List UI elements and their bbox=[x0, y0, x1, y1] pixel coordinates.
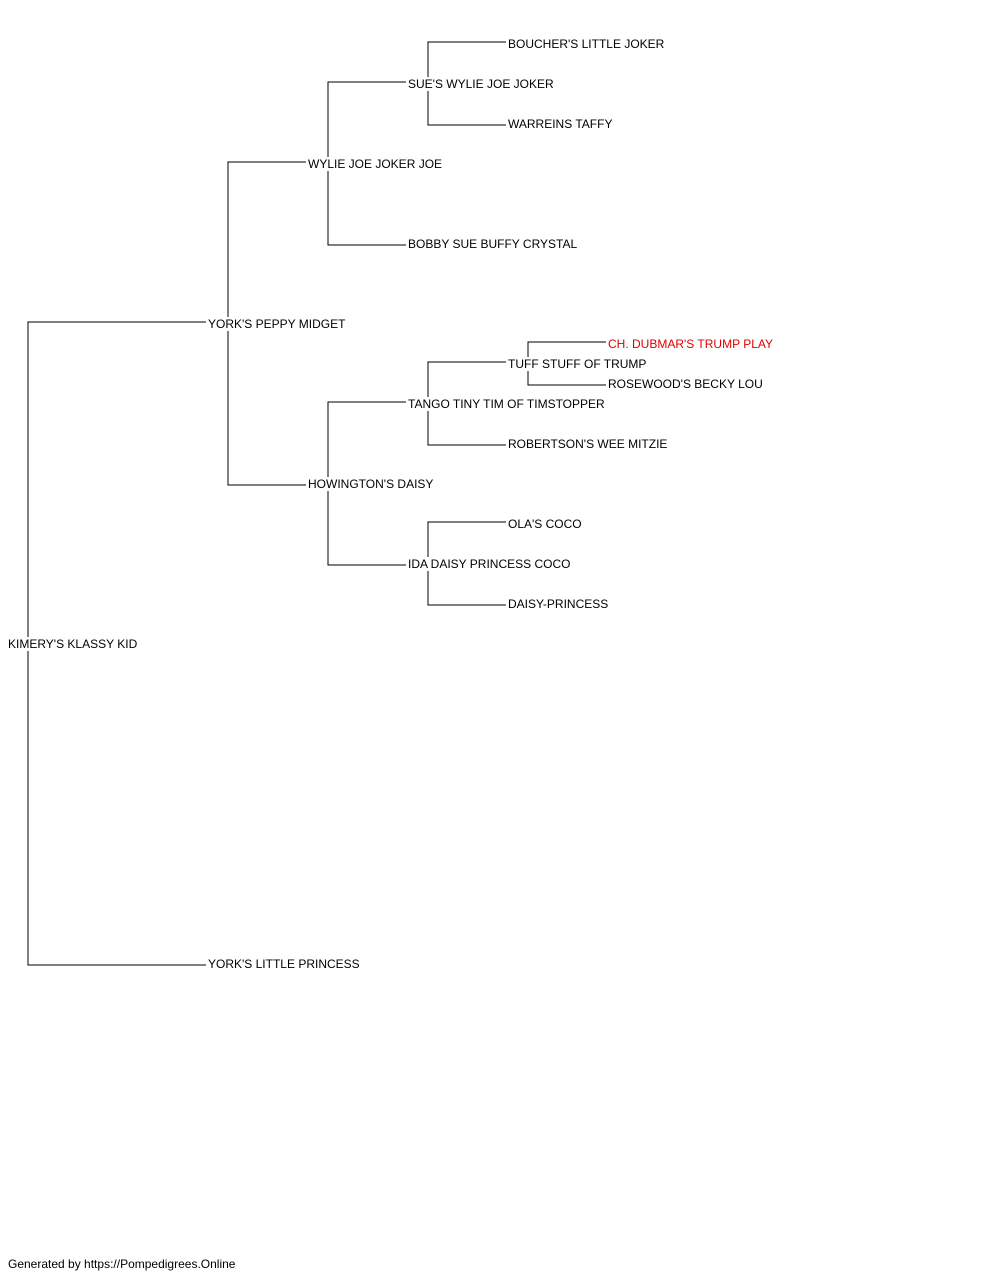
dog-champion-sire-dam-sire-sire-sire: CH. DUBMAR'S TRUMP PLAY bbox=[608, 337, 773, 351]
dog-sire-sire-sire: SUE'S WYLIE JOE JOKER bbox=[408, 77, 554, 91]
dog-sire-dam-sire-sire: TUFF STUFF OF TRUMP bbox=[508, 357, 647, 371]
dog-sire-dam-dam-sire: OLA'S COCO bbox=[508, 517, 582, 531]
dog-dam: YORK'S LITTLE PRINCESS bbox=[208, 957, 360, 971]
dog-sire-dam-dam: IDA DAISY PRINCESS COCO bbox=[408, 557, 571, 571]
dog-sire-sire-dam: BOBBY SUE BUFFY CRYSTAL bbox=[408, 237, 578, 251]
dog-sire-dam: HOWINGTON'S DAISY bbox=[308, 477, 434, 491]
dog-root: KIMERY'S KLASSY KID bbox=[8, 637, 138, 651]
generated-by-footer: Generated by https://Pompedigrees.Online bbox=[8, 1257, 236, 1271]
dog-sire-sire: WYLIE JOE JOKER JOE bbox=[308, 157, 443, 171]
dog-sire-dam-sire-dam: ROBERTSON'S WEE MITZIE bbox=[508, 437, 668, 451]
dog-sire-sire-sire-dam: WARREINS TAFFY bbox=[508, 117, 613, 131]
dog-sire-dam-sire: TANGO TINY TIM OF TIMSTOPPER bbox=[408, 397, 605, 411]
dog-sire-dam-sire-sire-dam: ROSEWOOD'S BECKY LOU bbox=[608, 377, 763, 391]
dog-sire-sire-sire-sire: BOUCHER'S LITTLE JOKER bbox=[508, 37, 665, 51]
dog-sire: YORK'S PEPPY MIDGET bbox=[208, 317, 346, 331]
dog-sire-dam-dam-dam: DAISY-PRINCESS bbox=[508, 597, 609, 611]
